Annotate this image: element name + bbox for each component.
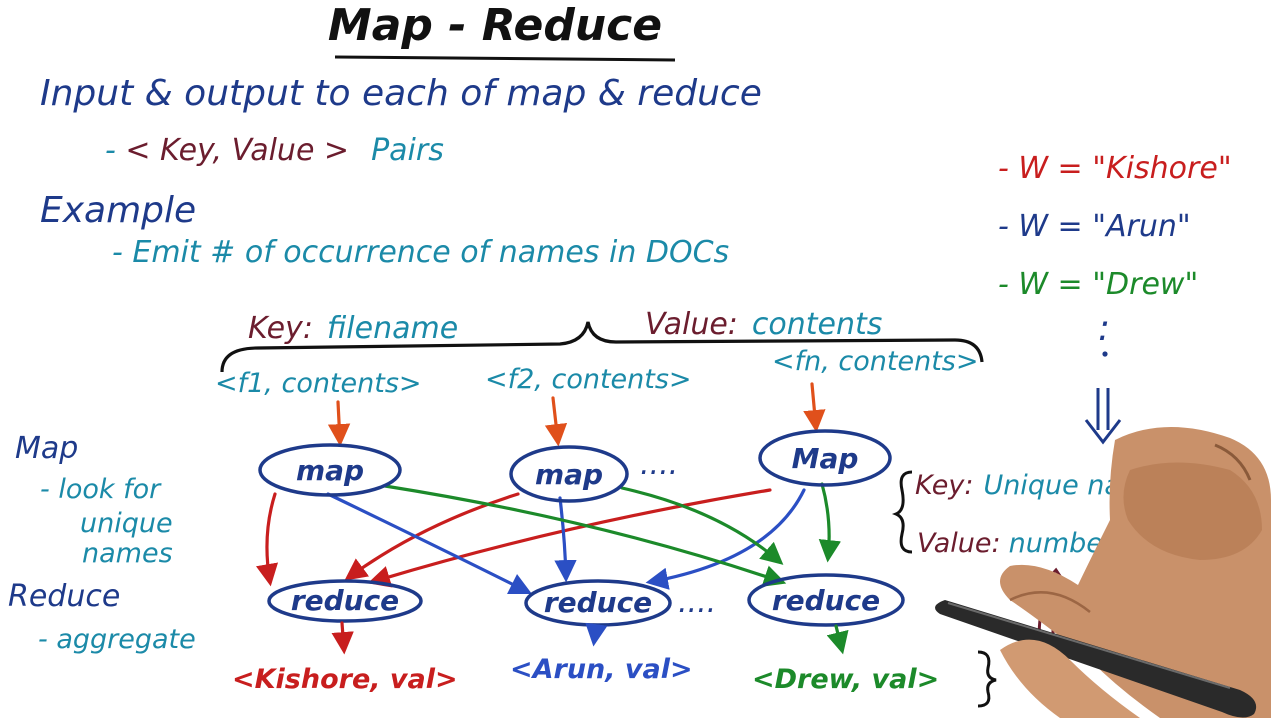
- output-key-word: Key:: [915, 470, 973, 501]
- reduce-node-1-label: reduce: [291, 584, 399, 617]
- output-kv-brace: [891, 470, 913, 554]
- vertical-dots: :: [1098, 308, 1110, 349]
- wire-map1-blue: [326, 492, 533, 595]
- wire-map3-green: [818, 482, 842, 563]
- input-value-word: Value:: [645, 307, 738, 342]
- input-value-value: contents: [752, 307, 883, 342]
- reduce-node-2-label: reduce: [544, 586, 652, 619]
- wire-map2-red: [344, 492, 520, 581]
- map-node-3-label: Map: [792, 442, 859, 475]
- reduce-node-3: reduce: [747, 573, 905, 627]
- input-tuple-3: <fn, contents>: [772, 346, 978, 377]
- map-desc-line-1: - look for: [40, 474, 162, 505]
- map-node-3: Map: [758, 429, 892, 487]
- input-arrow-1: [327, 400, 351, 447]
- map-ellipsis: ....: [640, 447, 678, 482]
- reduce-node-2: reduce: [524, 579, 672, 627]
- wire-map1-red: [255, 492, 279, 587]
- dot-extra: [1102, 351, 1108, 357]
- reduce-heading: Reduce: [8, 579, 120, 614]
- map-node-2-label: map: [535, 458, 603, 491]
- wire-map2-green: [620, 486, 784, 565]
- reduce-desc: - aggregate: [38, 624, 196, 655]
- intro-line-2: - < Key, Value > Pairs: [105, 133, 444, 168]
- down-double-arrow-icon: [1084, 388, 1122, 445]
- input-key-word: Key:: [248, 311, 313, 346]
- intro-line-1: Input & output to each of map & reduce: [40, 73, 762, 114]
- title-underline: [334, 55, 676, 62]
- emit-drew: - W = "Drew": [998, 267, 1198, 302]
- input-brace: [220, 321, 984, 373]
- reduce-node-3-label: reduce: [772, 584, 880, 617]
- map-desc-line-3: names: [82, 538, 173, 569]
- example-description: - Emit # of occurrence of names in DOCs: [112, 235, 729, 270]
- map-desc-line-2: unique: [80, 508, 173, 539]
- output-arrow-3: [826, 624, 849, 655]
- wire-map3-blue: [645, 488, 806, 590]
- example-heading: Example: [40, 190, 196, 231]
- map-heading: Map: [15, 431, 78, 466]
- input-tuple-2: <f2, contents>: [485, 364, 692, 395]
- input-key-label: Key: filename: [248, 311, 458, 346]
- wire-map3-red: [367, 488, 772, 588]
- output-value-word: Value:: [917, 528, 1001, 559]
- output-brace: [977, 650, 997, 708]
- emit-arun: - W = "Arun": [998, 209, 1191, 244]
- input-value-label: Value: contents: [645, 307, 882, 342]
- input-arrow-3: [803, 382, 826, 433]
- map-node-1: map: [258, 443, 402, 497]
- input-arrow-2: [544, 396, 568, 447]
- map-node-2: map: [509, 445, 629, 503]
- output-tuple-3: <Drew, val>: [752, 664, 939, 695]
- wire-map2-blue: [554, 496, 577, 583]
- output-value-label: Value:number: [917, 528, 1116, 559]
- emit-kishore: - W = "Kishore": [998, 151, 1232, 186]
- output-arrow-2: [585, 622, 608, 647]
- reduce-node-1: reduce: [267, 579, 423, 623]
- pen-hand-icon: [935, 426, 1271, 718]
- output-tuple-1: <Kishore, val>: [232, 664, 458, 695]
- reduce-ellipsis: ....: [678, 585, 716, 620]
- output-tuple-2: <Arun, val>: [510, 654, 693, 685]
- pairs-text: Pairs: [371, 133, 444, 168]
- wire-map1-green: [383, 484, 787, 587]
- output-arrow-1: [331, 621, 354, 655]
- intro-dash: -: [105, 133, 125, 168]
- input-key-value: filename: [327, 311, 458, 346]
- map-node-1-label: map: [296, 454, 364, 487]
- key-value-text: < Key, Value >: [125, 133, 349, 168]
- page-title: Map - Reduce: [328, 0, 662, 51]
- input-tuple-1: <f1, contents>: [215, 368, 422, 399]
